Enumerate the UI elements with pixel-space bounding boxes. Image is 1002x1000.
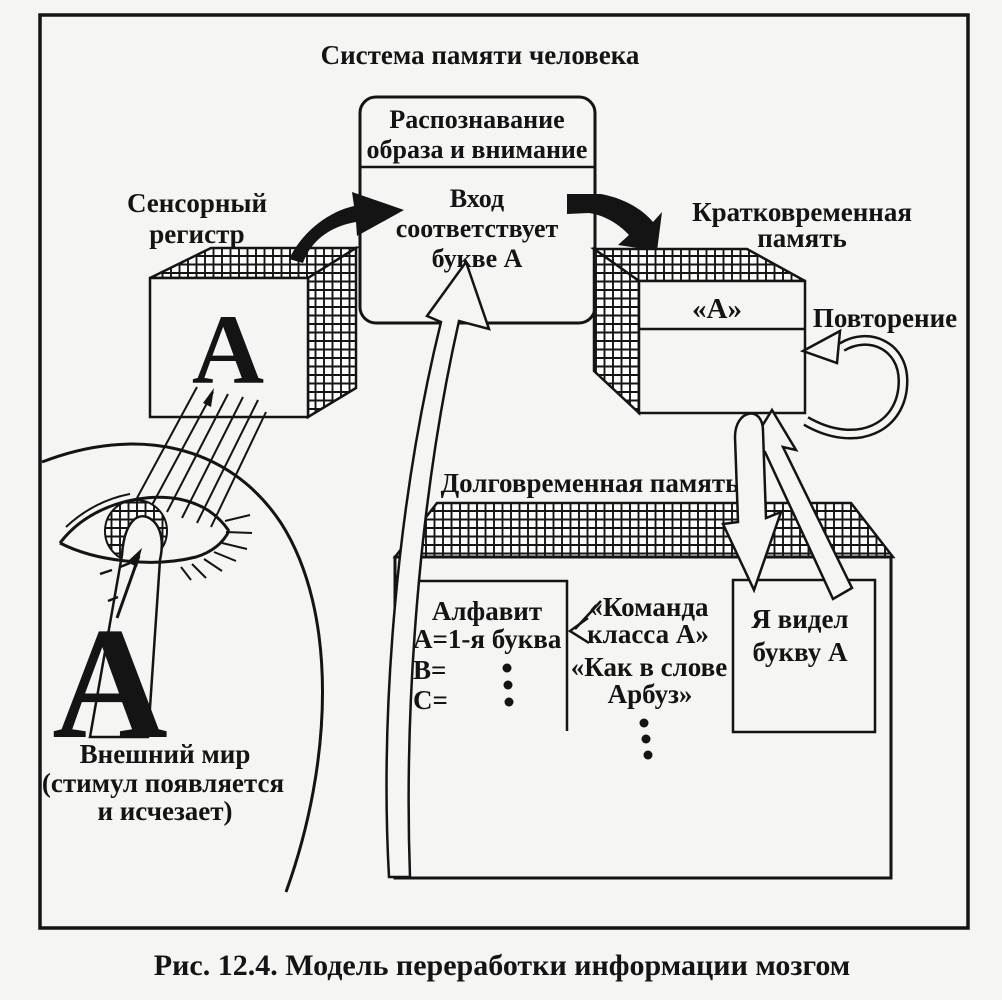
stm-label: память: [757, 223, 847, 253]
rehearsal-loop: Повторение: [799, 303, 957, 440]
eye-crease: [65, 493, 131, 528]
external-world-label: (стимул появляется: [42, 768, 284, 798]
semantic-note: Арбуз»: [608, 679, 693, 709]
external-world-label: и исчезает): [97, 796, 232, 826]
episodic-note: Я видел: [751, 604, 848, 634]
eye-lower-lid: [59, 530, 231, 564]
sensory-register: Сенсорный регистр А: [127, 188, 361, 420]
long-term-memory: Долговременная память Алфавит А=1-я букв…: [392, 468, 896, 880]
sensory-register-front-face: [148, 276, 310, 419]
recognition-body: Вход: [450, 184, 504, 213]
eye-upper-lid: [58, 495, 231, 544]
eye-icon: [58, 493, 253, 739]
rehearsal-label: Повторение: [813, 303, 957, 333]
arrow-stm-to-ltm: [721, 412, 784, 594]
stm-label: Кратковременная: [692, 197, 912, 227]
ltm-semantic-notes: «Команда класса А» «Как в слове Арбуз»: [567, 592, 727, 760]
recognition-box: Распознавание образа и внимание Вход соо…: [358, 95, 597, 325]
semantic-note: «Команда: [589, 592, 709, 622]
rehearsal-loop-arrowhead: [799, 328, 842, 365]
sensory-register-letter: А: [192, 294, 264, 405]
arrow-ltm-to-recognition: [385, 259, 491, 879]
arrow-sensory-to-recognition: [289, 192, 404, 263]
sensory-register-label: Сенсорный: [127, 188, 267, 218]
alphabet-entry: С=: [413, 685, 448, 715]
stimulus-rays: [136, 386, 267, 528]
ltm-label: Долговременная память: [441, 468, 740, 498]
alphabet-entry: В=: [413, 655, 446, 685]
alphabet-title: Алфавит: [432, 596, 542, 626]
arrow-stimulus-to-eye: [88, 514, 164, 739]
head-outline-curve: [41, 442, 324, 893]
recognition-body: соответствует: [396, 214, 559, 243]
gaze-arrow-shaft: [115, 555, 141, 619]
semantic-ellipsis-dots: [639, 718, 653, 760]
gaze-dashes: [99, 561, 131, 603]
recognition-title: образа и внимание: [367, 135, 588, 164]
recognition-body: букве А: [432, 244, 523, 273]
gaze-arrow-head: [127, 548, 142, 567]
episodic-box-outline: [731, 578, 877, 734]
sensory-register-label: регистр: [149, 219, 244, 249]
stm-letter: «А»: [692, 293, 742, 325]
ltm-alphabet-box: Алфавит А=1-я буква В= С=: [405, 579, 569, 740]
external-world-label: Внешний мир: [80, 739, 251, 769]
alphabet-ellipsis-dots: [502, 663, 514, 707]
stm-front-face: [637, 279, 807, 415]
figure-caption: Рис. 12.4. Модель переработки информации…: [154, 949, 850, 982]
diagram-title: Система памяти человека: [321, 40, 640, 70]
short-term-memory: Кратковременная память «А»: [590, 197, 912, 416]
episodic-note: букву А: [753, 637, 848, 667]
external-stimulus-letter: А: [52, 594, 168, 772]
semantic-note: «Как в слове: [571, 652, 727, 682]
alphabet-entry: А=1-я буква: [413, 624, 562, 654]
stimulus-ray-arrowhead: [203, 388, 214, 407]
arrow-recognition-to-stm: [567, 194, 662, 251]
eye-lashes: [180, 514, 253, 581]
diagram-frame: [38, 13, 970, 930]
semantic-pointer-tip: [567, 616, 590, 645]
external-world: А Внешний мир (стимул появляется и исчез…: [42, 594, 284, 826]
sensory-register-side-face: [306, 245, 358, 420]
ltm-episodic-box: Я видел букву А: [731, 578, 877, 734]
recognition-title: Распознавание: [389, 105, 564, 134]
semantic-note: класса А»: [587, 619, 709, 649]
